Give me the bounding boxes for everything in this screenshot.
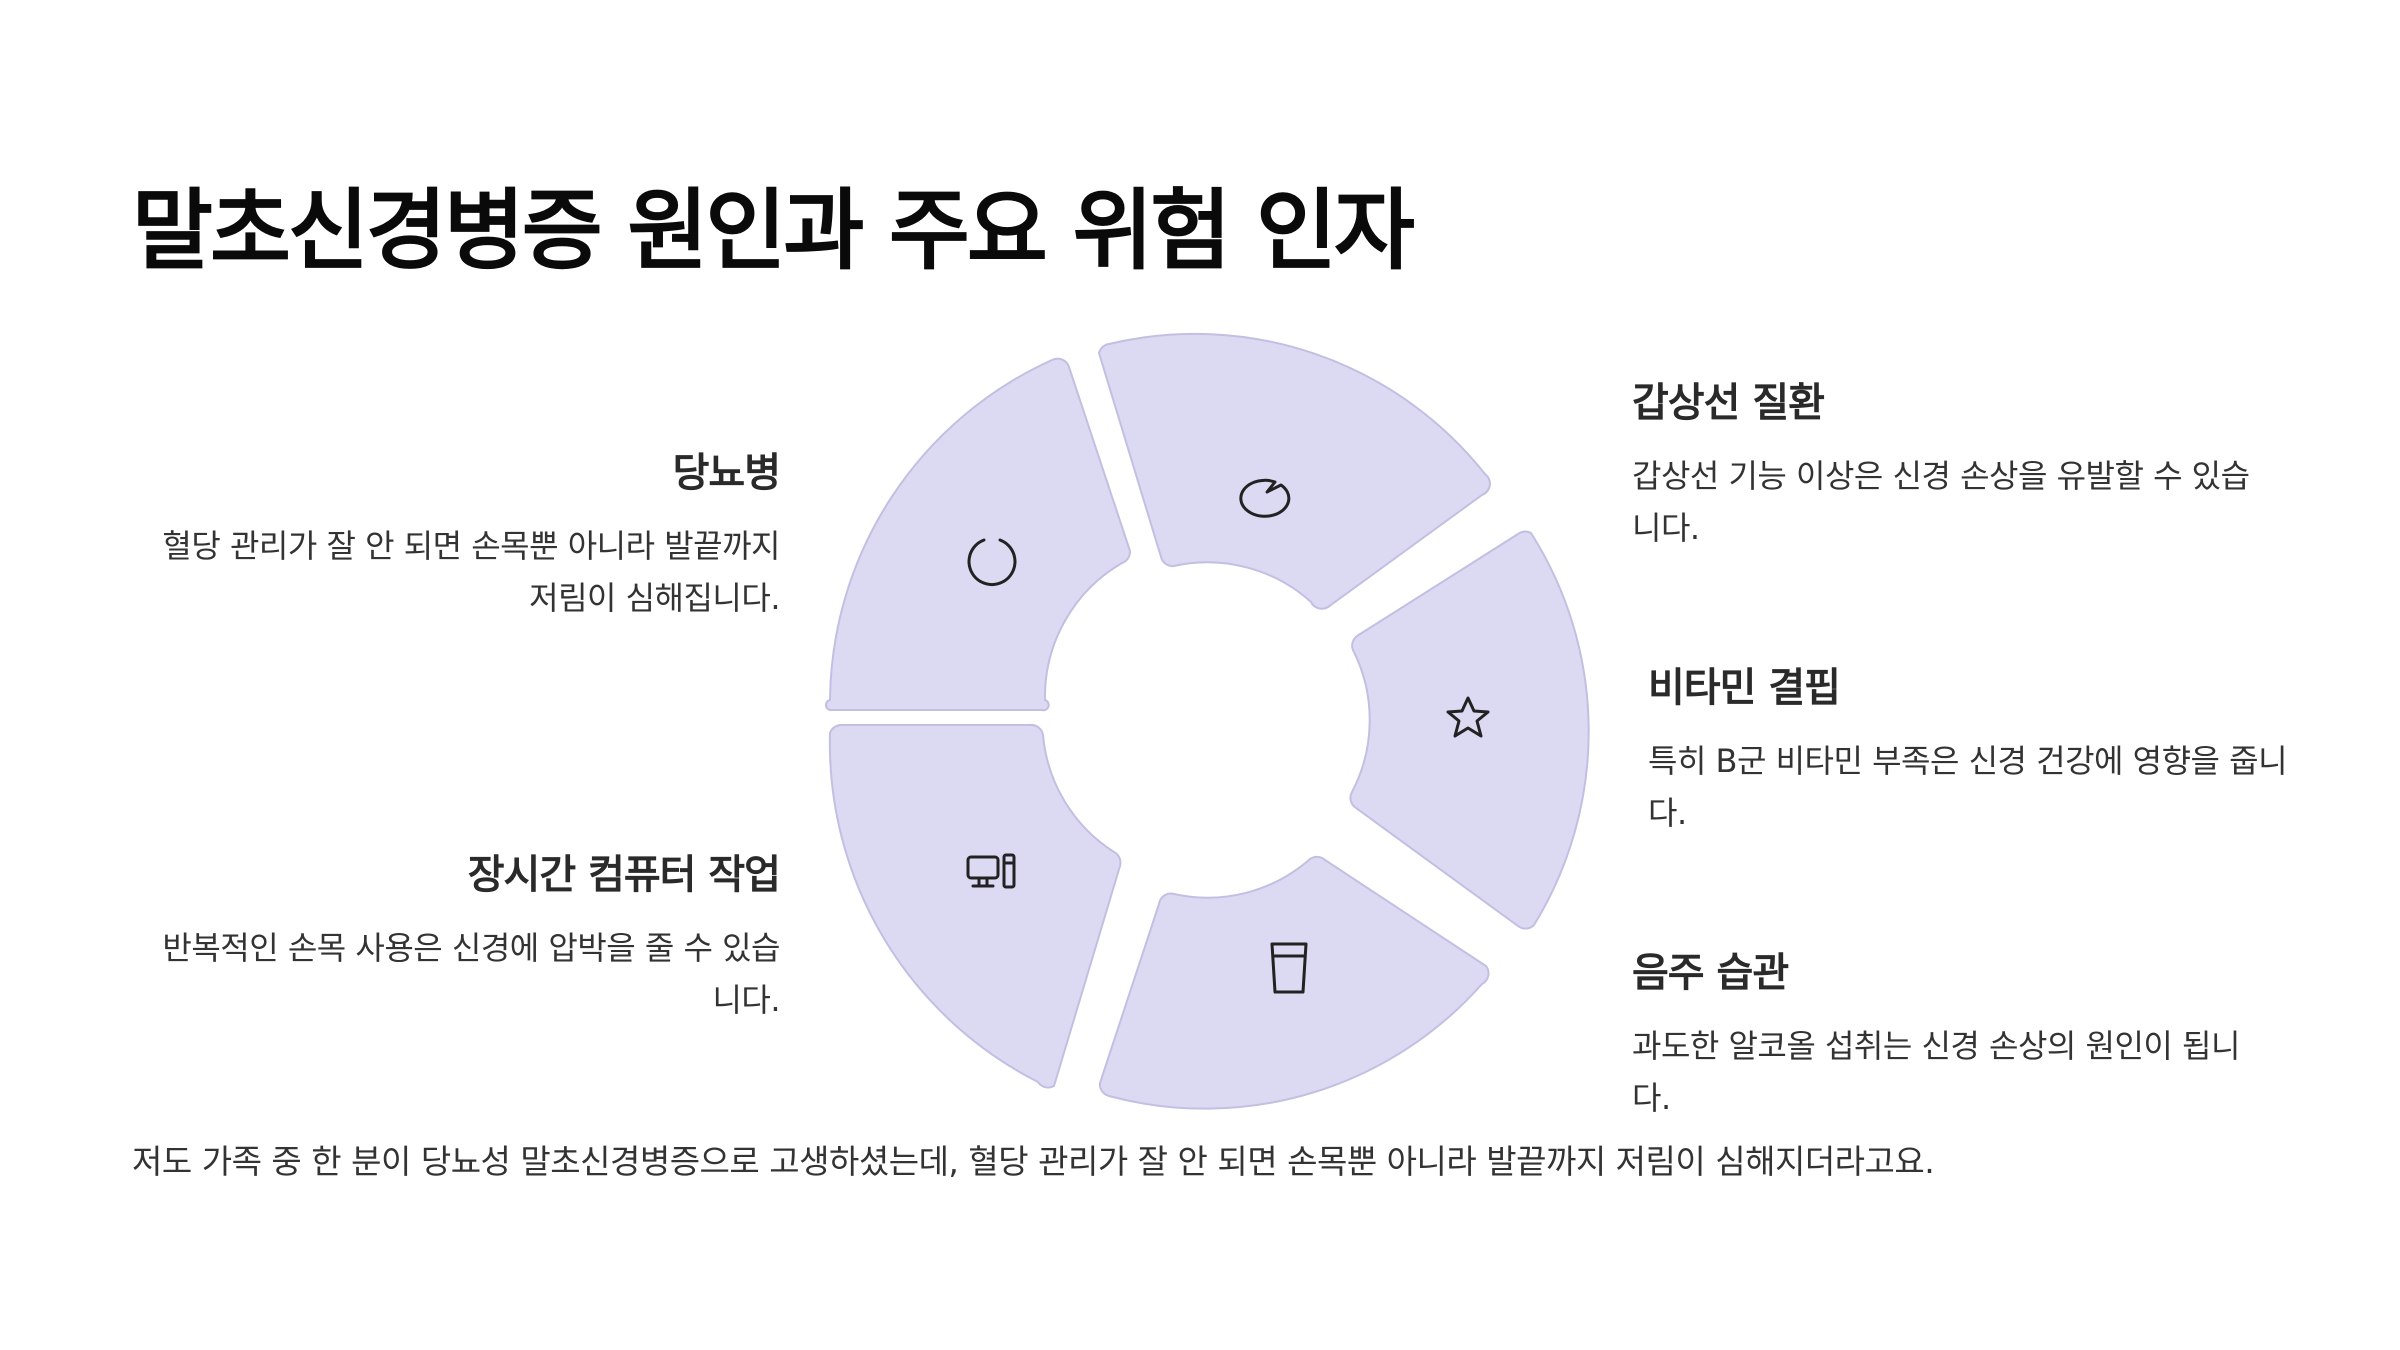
- star-icon: [1446, 696, 1490, 738]
- item-title: 음주 습관: [1632, 950, 1789, 996]
- item-title: 갑상선 질환: [1632, 380, 1825, 426]
- cup-icon: [1270, 942, 1308, 994]
- item-desc: 갑상선 기능 이상은 신경 손상을 유발할 수 있습니다.: [1632, 457, 2250, 547]
- loading-circle-icon: [967, 538, 1017, 586]
- item-title: 장시간 컴퓨터 작업: [467, 852, 781, 898]
- segment-alcohol[interactable]: [1098, 855, 1490, 1110]
- speech-bubble-icon: [1239, 478, 1291, 518]
- cycle-diagram: [824, 332, 1590, 1110]
- item-thyroid: 갑상선 질환 갑상선 기능 이상은 신경 손상을 유발할 수 있습니다.: [1632, 370, 2272, 554]
- item-alcohol: 음주 습관 과도한 알코올 섭취는 신경 손상의 원인이 됩니다.: [1632, 940, 2272, 1124]
- segment-computer[interactable]: [828, 723, 1122, 1089]
- item-vitamin: 비타민 결핍 특히 B군 비타민 부족은 신경 건강에 영향을 줍니다.: [1648, 655, 2288, 839]
- item-computer: 장시간 컴퓨터 작업 반복적인 손목 사용은 신경에 압박을 줄 수 있습니다.: [140, 842, 781, 1026]
- item-desc: 혈당 관리가 잘 안 되면 손목뿐 아니라 발끝까지 저림이 심해집니다.: [162, 527, 780, 617]
- item-diabetes: 당뇨병 혈당 관리가 잘 안 되면 손목뿐 아니라 발끝까지 저림이 심해집니다…: [140, 440, 781, 624]
- page-title: 말초신경병증 원인과 주요 위험 인자: [132, 179, 1415, 282]
- item-desc: 과도한 알코올 섭취는 신경 손상의 원인이 됩니다.: [1632, 1027, 2240, 1117]
- segment-thyroid[interactable]: [1097, 332, 1491, 610]
- item-desc: 반복적인 손목 사용은 신경에 압박을 줄 수 있습니다.: [162, 929, 780, 1019]
- computer-icon: [966, 853, 1016, 889]
- segment-diabetes[interactable]: [824, 357, 1131, 712]
- footer-note: 저도 가족 중 한 분이 당뇨성 말초신경병증으로 고생하셨는데, 혈당 관리가…: [132, 1142, 1935, 1181]
- item-desc: 특히 B군 비타민 부족은 신경 건강에 영향을 줍니다.: [1648, 742, 2288, 832]
- item-title: 당뇨병: [672, 450, 781, 496]
- item-title: 비타민 결핍: [1648, 665, 1841, 711]
